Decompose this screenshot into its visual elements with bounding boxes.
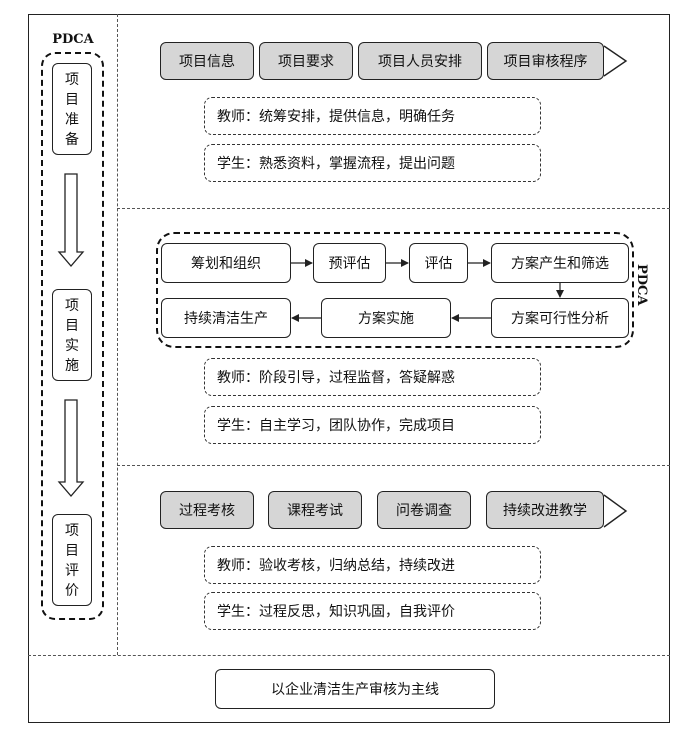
right-arrow-head-icon — [603, 45, 628, 77]
student-role-2: 学生：自主学习，团队协作，完成项目 — [204, 406, 541, 444]
step-scheme-generation: 方案产生和筛选 — [491, 243, 629, 283]
step-process-assessment: 过程考核 — [160, 491, 254, 529]
section-divider-1 — [117, 208, 670, 209]
down-arrow-icon — [57, 173, 85, 267]
pdca-left-label: PDCA — [52, 32, 94, 47]
step-staff-arrangement: 项目人员安排 — [358, 42, 482, 80]
step-pre-assessment: 预评估 — [313, 243, 386, 283]
teacher-role-3: 教师：验收考核，归纳总结，持续改进 — [204, 546, 541, 584]
pdca-stage-panel — [41, 52, 104, 620]
step-project-requirements: 项目要求 — [259, 42, 353, 80]
step-review-procedure: 项目审核程序 — [487, 42, 604, 80]
step-continuous-cleaner-production: 持续清洁生产 — [161, 298, 291, 338]
teacher-role-2: 教师：阶段引导，过程监督，答疑解惑 — [204, 358, 541, 396]
mainline-box: 以企业清洁生产审核为主线 — [215, 669, 495, 709]
teacher-role-1: 教师：统筹安排，提供信息，明确任务 — [204, 97, 541, 135]
step-project-info: 项目信息 — [160, 42, 254, 80]
student-role-3: 学生：过程反思，知识巩固，自我评价 — [204, 592, 541, 630]
step-scheme-implementation: 方案实施 — [321, 298, 451, 338]
step-assessment: 评估 — [409, 243, 468, 283]
pdca-cycle-frame — [156, 232, 634, 348]
column-divider — [117, 14, 118, 655]
down-arrow-icon — [57, 399, 85, 497]
diagram-frame — [28, 14, 670, 723]
step-planning-organizing: 筹划和组织 — [161, 243, 291, 283]
step-course-exam: 课程考试 — [268, 491, 362, 529]
section-divider-2 — [117, 465, 670, 466]
stage-implement: 项目实施 — [52, 289, 92, 381]
student-role-1: 学生：熟悉资料，掌握流程，提出问题 — [204, 144, 541, 182]
right-arrow-head-icon — [603, 494, 628, 528]
step-continuous-improvement: 持续改进教学 — [486, 491, 604, 529]
footer-divider — [28, 655, 670, 656]
stage-prepare: 项目准备 — [52, 63, 92, 155]
step-feasibility-analysis: 方案可行性分析 — [491, 298, 629, 338]
stage-evaluate: 项目评价 — [52, 514, 92, 606]
step-questionnaire: 问卷调查 — [377, 491, 471, 529]
